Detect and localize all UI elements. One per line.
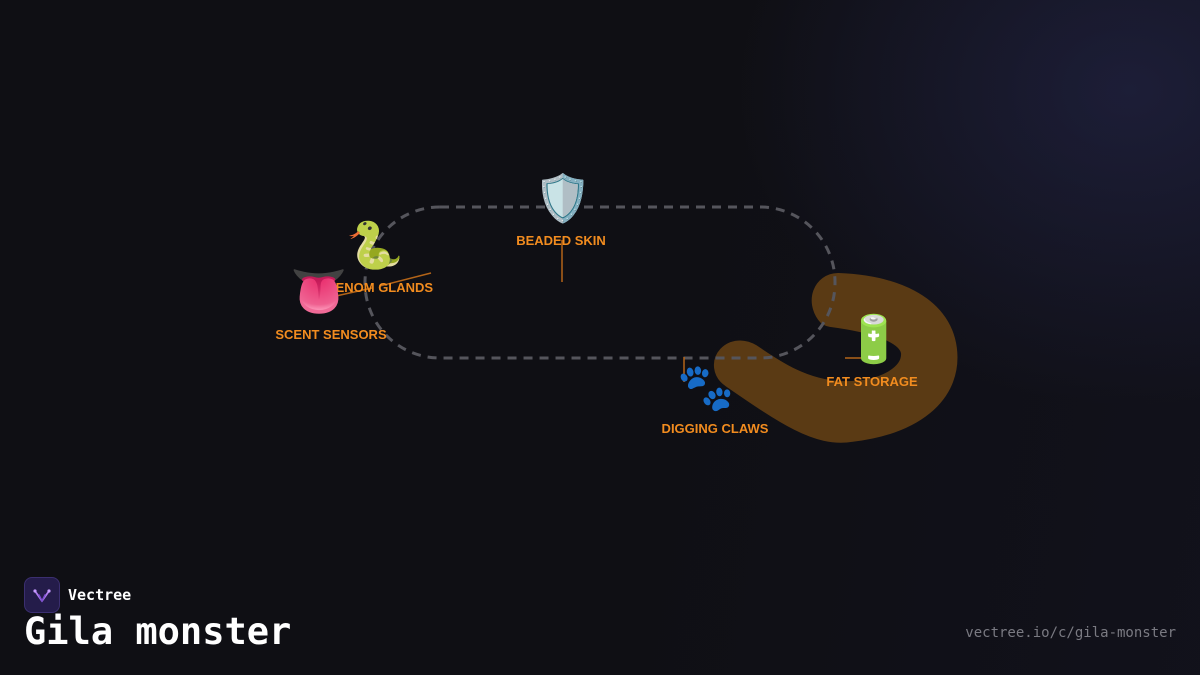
brand-name: Vectree <box>68 586 132 604</box>
page-title: Gila monster <box>24 610 292 653</box>
connector-scent-sensors <box>317 287 373 301</box>
vectree-logo-icon <box>24 577 60 613</box>
node-label-scent-sensors: SCENT SENSORS <box>275 327 387 342</box>
node-label-digging-claws: DIGGING CLAWS <box>661 421 769 436</box>
dashed-loop <box>363 205 837 360</box>
tongue-icon: 👅 <box>290 265 348 317</box>
node-label-beaded-skin: BEADED SKIN <box>516 233 606 248</box>
brand: Vectree <box>24 577 131 613</box>
paw-prints-icon: 🐾 <box>677 361 735 413</box>
snake-icon: 🐍 <box>346 219 404 271</box>
tail-shape <box>714 273 958 443</box>
connector-venom-glands <box>379 272 432 287</box>
shield-icon: 🛡️ <box>534 172 592 224</box>
page-url: vectree.io/c/gila-monster <box>965 625 1176 641</box>
battery-icon: 🔋 <box>845 313 903 365</box>
node-label-venom-glands: VENOM GLANDS <box>326 280 434 295</box>
node-label-fat-storage: FAT STORAGE <box>826 374 918 389</box>
